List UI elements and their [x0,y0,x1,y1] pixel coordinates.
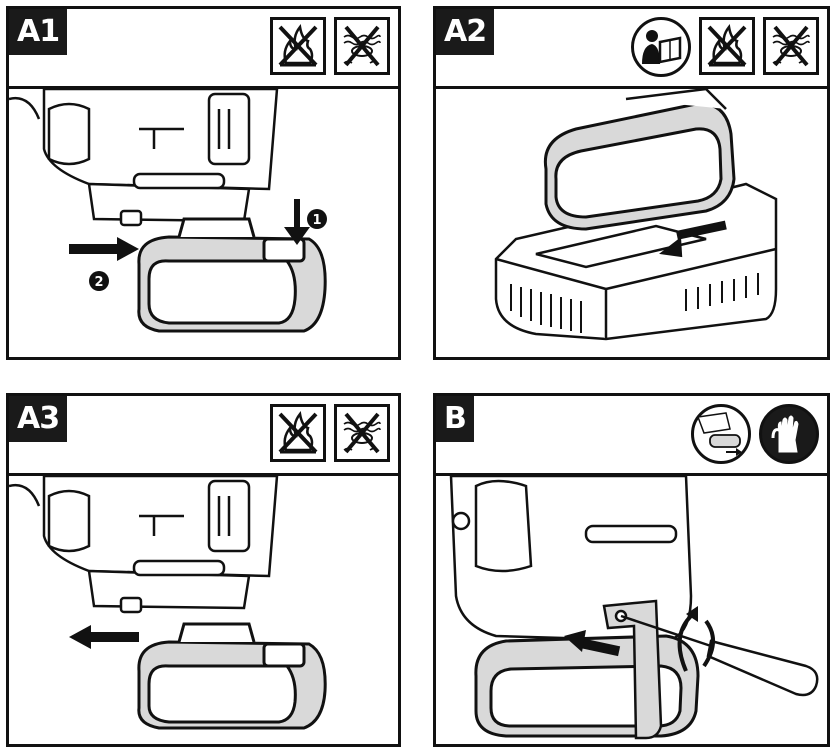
insert-arrow [69,625,139,649]
panel-a1-illustration: 1 2 [9,89,398,357]
svg-text:2: 2 [94,275,103,290]
panel-label: B [436,396,474,442]
panel-a2-illustration [436,89,827,357]
panel-a1: A1 [6,6,401,360]
no-water-icon [763,17,819,75]
step-badge-2: 2 [89,271,109,291]
charger-base [494,182,778,341]
tool-battery-insert-drawing [9,476,327,730]
charger-vents [510,273,759,333]
panel-label: A2 [436,9,495,55]
panel-a3-header: A3 [9,396,398,476]
panel-label: A3 [9,396,68,442]
insert-screw-arrow [564,630,621,657]
no-fire-icon [270,404,326,462]
battery-pack [137,622,327,730]
no-fire-icon [699,17,755,75]
tool-battery-removal-drawing: 1 2 [9,89,327,333]
screwdriver [620,614,819,697]
panel-a2: A2 [433,6,830,360]
tool-body [42,89,279,227]
belt-clip-mount-drawing [449,476,819,740]
panel-b-header: B [436,396,827,476]
panel-a2-header: A2 [436,9,827,89]
no-fire-icon [270,17,326,75]
no-water-icon [334,17,390,75]
read-manual-icon [631,17,691,77]
panel-a3: A3 [6,393,401,747]
panel-b-illustration [436,476,827,744]
slide-arrow [659,220,727,258]
tool-body [42,476,279,614]
slide-arrow-2 [69,237,139,261]
gloves-icon [759,404,819,464]
battery-pack [137,217,327,333]
rotate-arrow [677,614,715,672]
panel-label: A1 [9,9,68,55]
battery-pack [474,634,700,738]
panel-b: B [433,393,830,747]
step-badge-1: 1 [307,209,327,229]
push-arrow-1 [284,199,310,245]
no-water-icon [334,404,390,462]
panel-a3-illustration [9,476,398,744]
battery-pack [543,89,736,231]
svg-text:1: 1 [312,213,321,228]
panel-a1-header: A1 [9,9,398,89]
battery-insert-icon [691,404,751,464]
charger-battery-drawing [494,89,778,341]
